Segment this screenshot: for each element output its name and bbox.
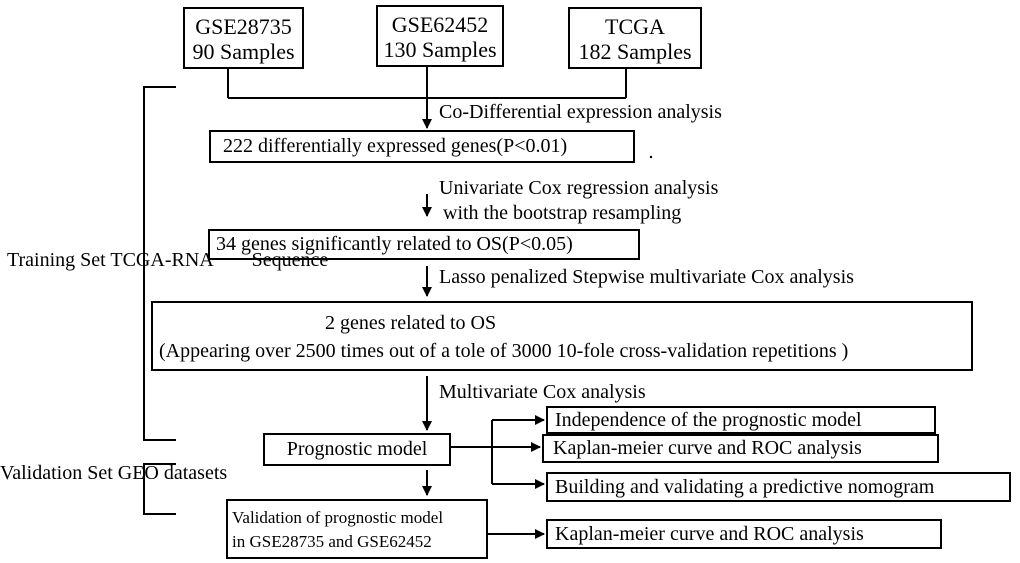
nomogram-box: Building and validating a predictive nom… [546, 472, 1011, 502]
independence-text: Independence of the prognostic model [555, 409, 862, 431]
co-differential-label: Co-Differential expression analysis [439, 101, 722, 123]
univariate-label-line2: with the bootstrap resampling [443, 202, 682, 224]
two-genes-detail: (Appearing over 2500 times out of a tole… [159, 340, 849, 362]
source-id: GSE28735 [195, 14, 292, 39]
deg-box-text: 222 differentially expressed genes(P<0.0… [223, 135, 568, 157]
source-samples: 130 Samples [383, 37, 497, 62]
source-id: GSE62452 [391, 12, 489, 37]
deg-box: 222 differentially expressed genes(P<0.0… [209, 130, 635, 163]
validation-line2: in GSE28735 and GSE62452 [232, 532, 432, 551]
km-roc-text: Kaplan-meier curve and ROC analysis [553, 437, 862, 459]
univariate-label-line1: Univariate Cox regression analysis [439, 177, 719, 199]
nomogram-text: Building and validating a predictive nom… [555, 476, 935, 498]
training-line1: Training Set [7, 249, 106, 271]
validation-bracket [143, 463, 176, 515]
independence-box: Independence of the prognostic model [546, 406, 936, 434]
two-genes-title: 2 genes related to OS [325, 312, 497, 334]
validation-set-label: Validation Set GEO datasets [0, 461, 227, 485]
training-set-label: Training Set TCGA-RNA Sequence [7, 248, 328, 272]
os-genes-box: 34 genes significantly related to OS(P<0… [208, 229, 640, 260]
stray-dot [649, 155, 653, 159]
training-line3: Sequence [251, 249, 329, 271]
source-samples: 182 Samples [578, 39, 692, 64]
source-box-tcga: TCGA 182 Samples [568, 7, 702, 69]
prognostic-model-box: Prognostic model [263, 433, 451, 466]
os-genes-box-text: 34 genes significantly related to OS(P<0… [216, 233, 573, 255]
source-samples: 90 Samples [192, 39, 295, 64]
prognostic-model-text: Prognostic model [286, 438, 428, 460]
source-box-gse62452: GSE62452 130 Samples [376, 5, 504, 67]
source-box-gse28735: GSE28735 90 Samples [183, 7, 304, 69]
km-roc-box: Kaplan-meier curve and ROC analysis [542, 434, 939, 463]
validation-set-line2: GEO datasets [117, 462, 228, 484]
km-roc-validation-text: Kaplan-meier curve and ROC analysis [555, 523, 864, 545]
km-roc-validation-box: Kaplan-meier curve and ROC analysis [546, 519, 942, 549]
validation-box: Validation of prognostic model in GSE287… [226, 499, 488, 559]
training-line2: TCGA-RNA [110, 249, 213, 271]
two-genes-box: 2 genes related to OS (Appearing over 25… [151, 301, 973, 371]
multivariate-label: Multivariate Cox analysis [439, 381, 646, 403]
validation-line1: Validation of prognostic model [232, 508, 444, 527]
validation-set-line1: Validation Set [0, 462, 113, 484]
lasso-label: Lasso penalized Stepwise multivariate Co… [439, 266, 854, 288]
training-bracket [143, 86, 176, 441]
source-id: TCGA [605, 14, 665, 39]
